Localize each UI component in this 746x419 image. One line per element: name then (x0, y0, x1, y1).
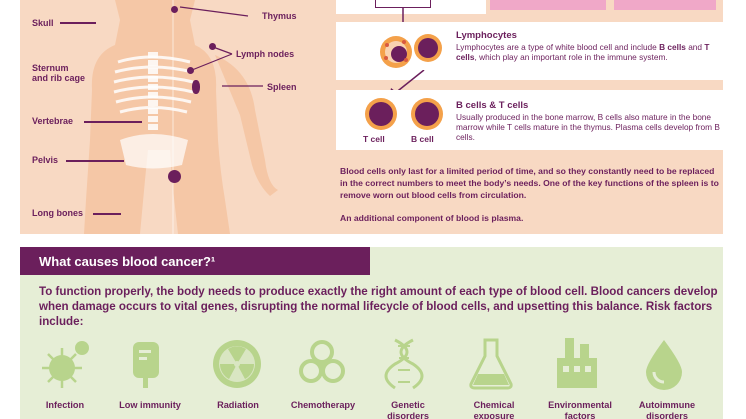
bone-marrow-dot (168, 170, 181, 183)
body-figure: Skull Sternum and rib cage Vertebrae Pel… (20, 0, 320, 234)
label-pelvis: Pelvis (32, 155, 59, 165)
lymph-node-dot-upper (209, 43, 216, 50)
top-bracket (375, 0, 431, 8)
lymphocyte-cells-icon (380, 34, 442, 68)
thymus-dot (171, 6, 178, 13)
skull-leader (60, 22, 96, 24)
causes-text: To function properly, the body needs to … (39, 285, 718, 328)
bt-cells-text: Usually produced in the bone marrow, B c… (456, 112, 720, 142)
bt-cells-card: T cell B cell B cells & T cells Usually … (336, 90, 725, 150)
skeleton-illustration (84, 0, 278, 234)
b-cells-term: B cells (659, 42, 686, 52)
label-lymph-nodes: Lymph nodes (236, 49, 295, 59)
radiation-icon (213, 340, 261, 388)
lymphocytes-text-lead: Lymphocytes are a type of white blood ce… (456, 42, 657, 52)
causes-header: What causes blood cancer?¹ (20, 247, 370, 275)
plasma-paragraph: An additional component of blood is plas… (340, 213, 524, 223)
label-sternum: Sternum and rib cage (32, 63, 86, 83)
lymphocytes-title: Lymphocytes (456, 30, 517, 41)
risk-factor-low-immunity: Low immunity (108, 334, 192, 419)
dna-icon (384, 338, 424, 390)
risk-factor-chemical: Chemical exposure (452, 334, 536, 419)
blood-cells-paragraph: Blood cells only last for a limited peri… (340, 166, 719, 200)
t-cell-label: T cell (363, 134, 385, 144)
causes-panel: What causes blood cancer?¹ To function p… (20, 247, 723, 419)
risk-factor-infection: Infection (23, 334, 107, 419)
label-vertebrae: Vertebrae (32, 116, 74, 126)
pelvis-leader (66, 160, 124, 162)
lymphocytes-text: Lymphocytes are a type of white blood ce… (456, 42, 721, 62)
factory-icon (557, 338, 597, 388)
risk-label: Low immunity (119, 400, 181, 410)
label-skull: Skull (32, 18, 54, 28)
iv-bag-icon (133, 342, 159, 388)
lymphocytes-text-tail: , which play an important role in the im… (474, 52, 668, 62)
risk-label: Genetic disorders (387, 400, 429, 419)
risk-factor-chemotherapy: Chemotherapy (281, 334, 365, 419)
label-spleen: Spleen (267, 82, 297, 92)
long-bones-leader (93, 213, 121, 215)
risk-label: Radiation (217, 400, 259, 410)
anatomy-panel: Skull Sternum and rib cage Vertebrae Pel… (20, 0, 725, 234)
top-box-right (614, 0, 716, 10)
bt-cells-title: B cells & T cells (456, 100, 529, 111)
risk-factor-environmental: Environmental factors (538, 334, 622, 419)
label-thymus: Thymus (262, 11, 297, 21)
lymphocytes-and: and (688, 42, 703, 52)
virus-icon (42, 341, 89, 388)
top-box-mid (490, 0, 606, 10)
risk-factor-autoimmune: Autoimmune disorders (625, 334, 709, 419)
vertebrae-leader (84, 121, 142, 123)
b-cell-label: B cell (411, 134, 434, 144)
risk-label: Chemotherapy (290, 400, 356, 410)
drop-icon (646, 340, 682, 390)
risk-label: Chemical exposure (473, 400, 515, 419)
causes-heading: What causes blood cancer?¹ (39, 254, 216, 269)
blood-cell-column: Lymphocytes Lymphocytes are a type of wh… (328, 0, 725, 234)
biohazard-icon (299, 340, 345, 383)
risk-label: Autoimmune disorders (638, 400, 696, 419)
flask-icon (469, 338, 513, 390)
risk-label: Environmental factors (548, 400, 612, 419)
lymphocytes-card: Lymphocytes Lymphocytes are a type of wh… (336, 22, 725, 80)
risk-factor-radiation: Radiation (196, 334, 280, 419)
bt-cells-icon (365, 98, 443, 130)
spleen-dot (192, 80, 200, 94)
lymph-node-dot-lower (187, 67, 194, 74)
risk-label: Infection (45, 400, 85, 410)
risk-factor-genetic: Genetic disorders (366, 334, 450, 419)
label-long-bones: Long bones (32, 208, 83, 218)
t-cells-term: T cells (456, 42, 710, 62)
